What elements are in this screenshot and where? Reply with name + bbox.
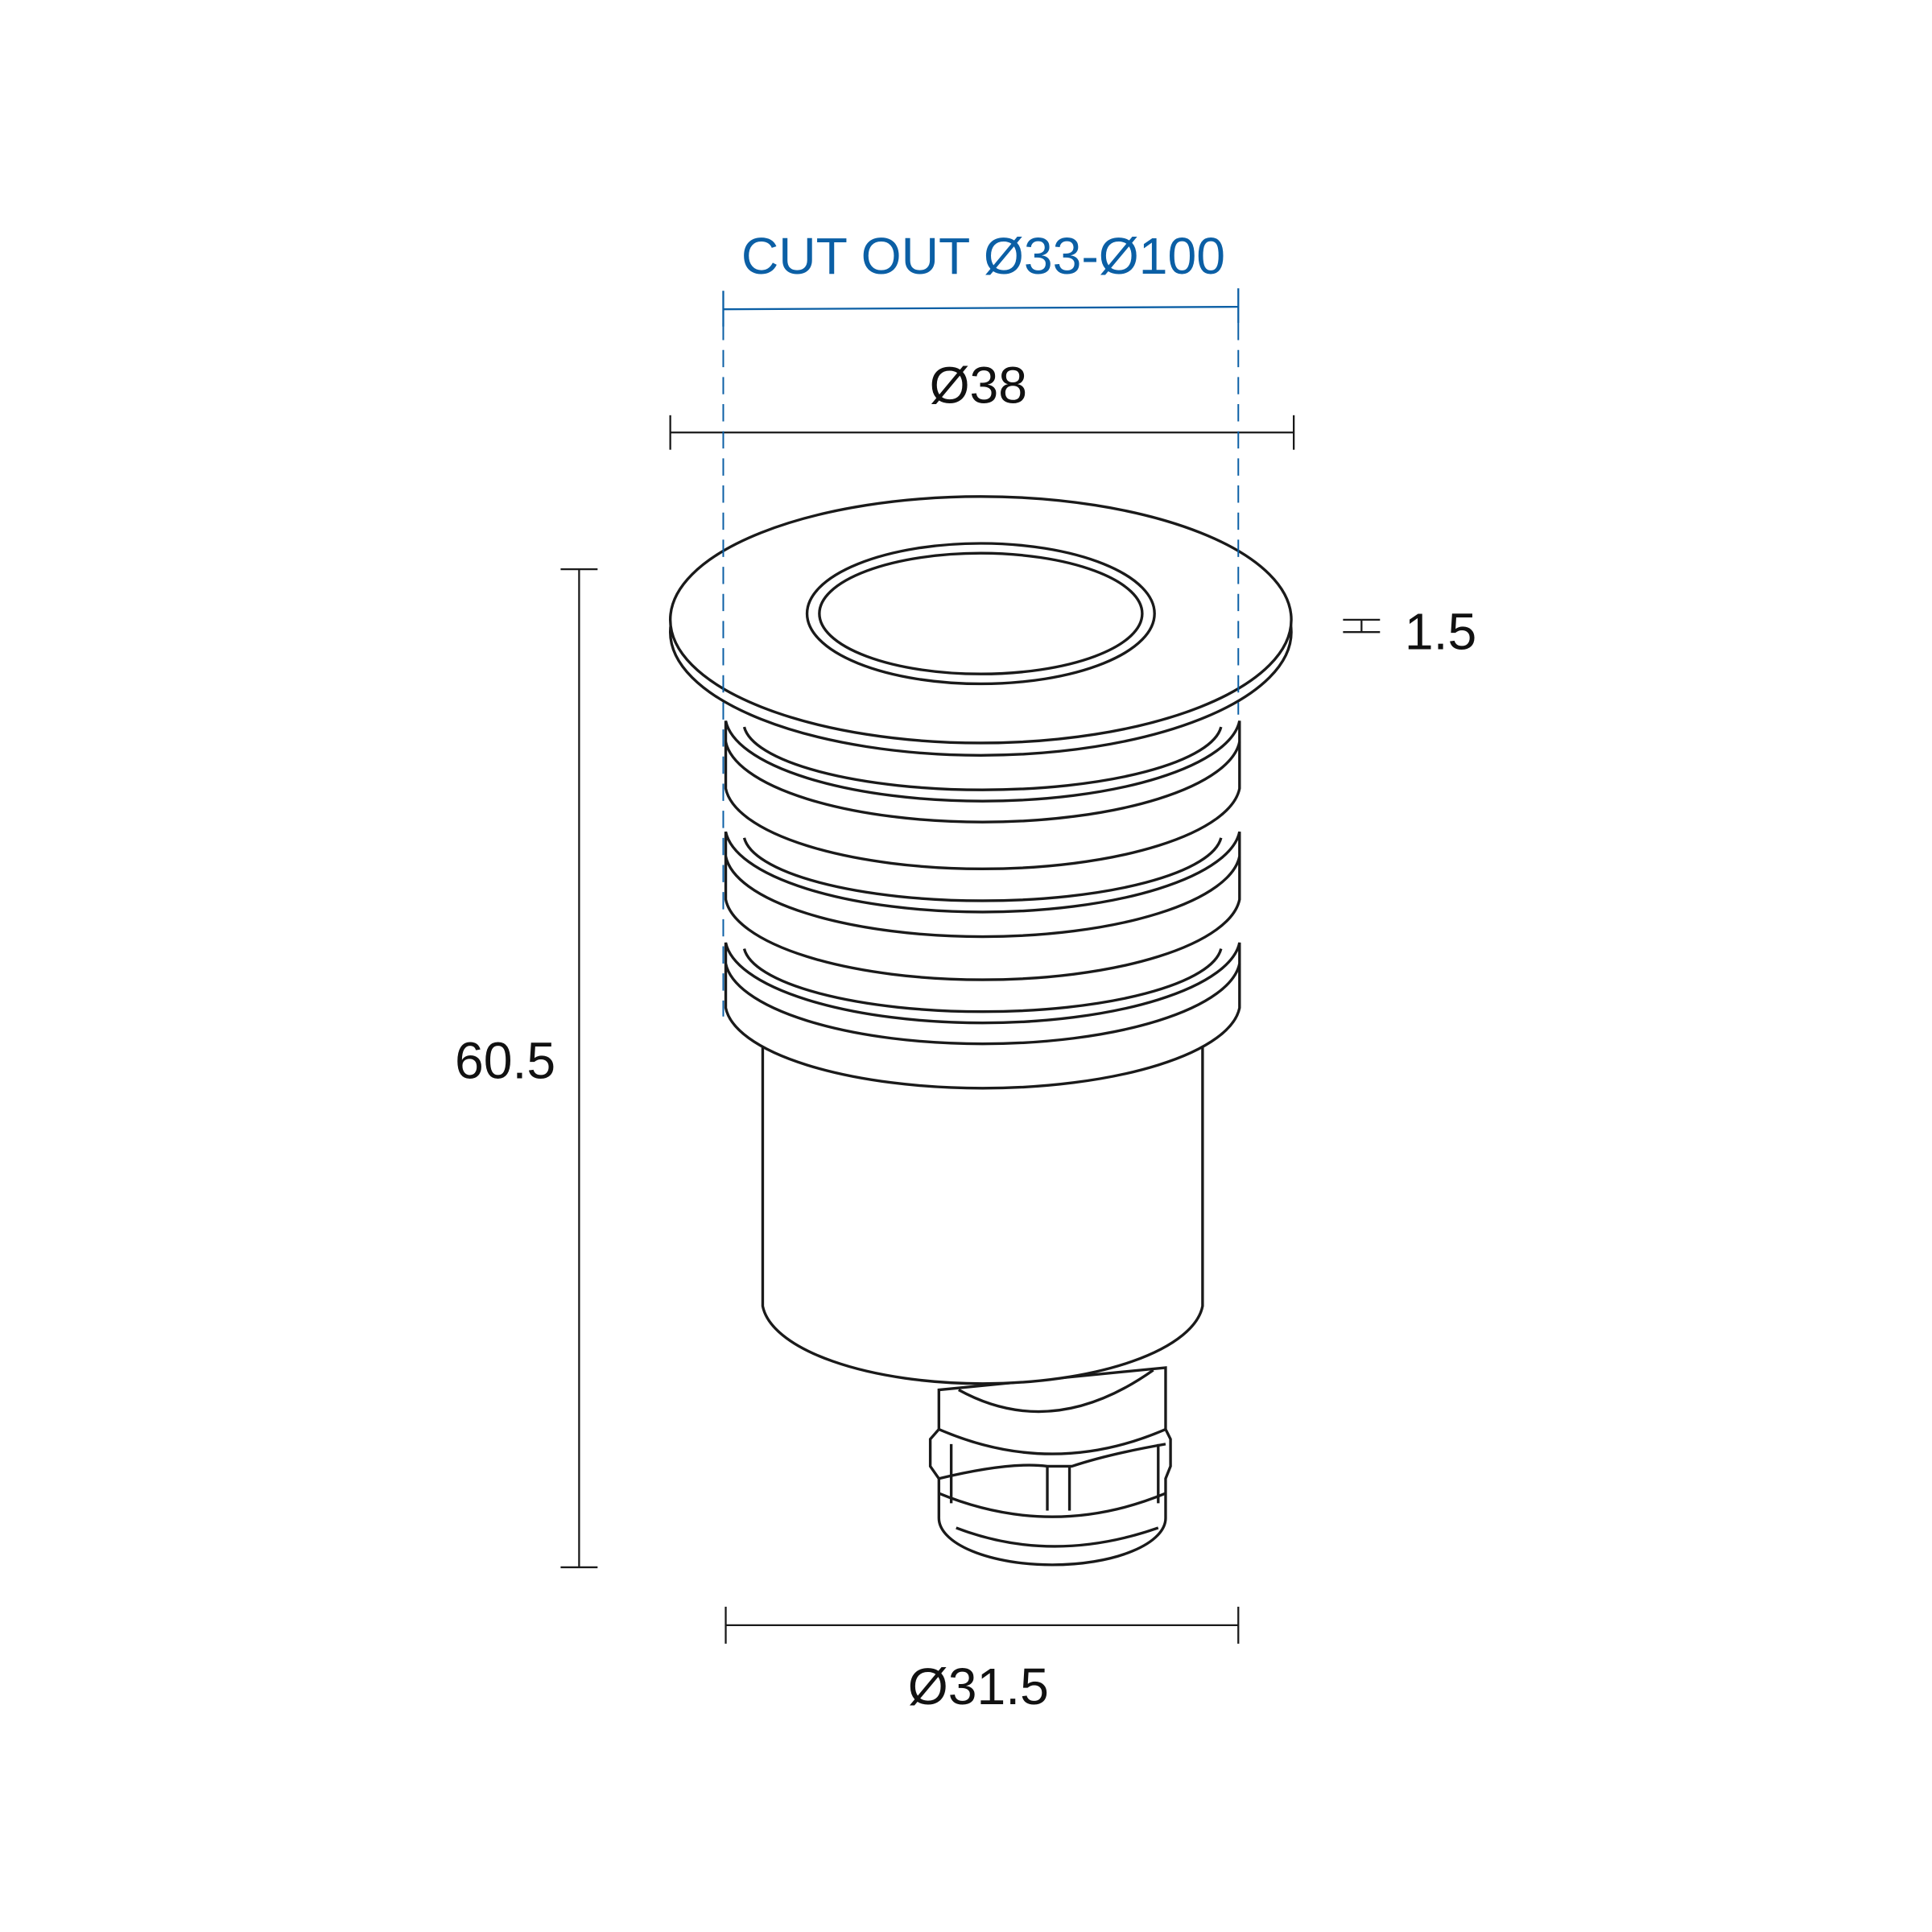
flange-thickness-dimension: 1.5 <box>1343 603 1476 661</box>
top-diameter-label: Ø38 <box>930 357 1027 415</box>
height-label: 60.5 <box>455 1031 555 1089</box>
lamp-body <box>668 495 1293 1567</box>
cutout-label: CUT OUT Ø33-Ø100 <box>741 227 1225 285</box>
top-diameter-dimension: Ø38 <box>669 357 1295 450</box>
bottom-diameter-dimension: Ø31.5 <box>724 1606 1240 1715</box>
height-dimension: 60.5 <box>455 568 598 1569</box>
flange-thickness-label: 1.5 <box>1405 603 1476 661</box>
cutout-dimension: CUT OUT Ø33-Ø100 <box>722 227 1240 327</box>
bottom-diameter-label: Ø31.5 <box>908 1657 1049 1715</box>
